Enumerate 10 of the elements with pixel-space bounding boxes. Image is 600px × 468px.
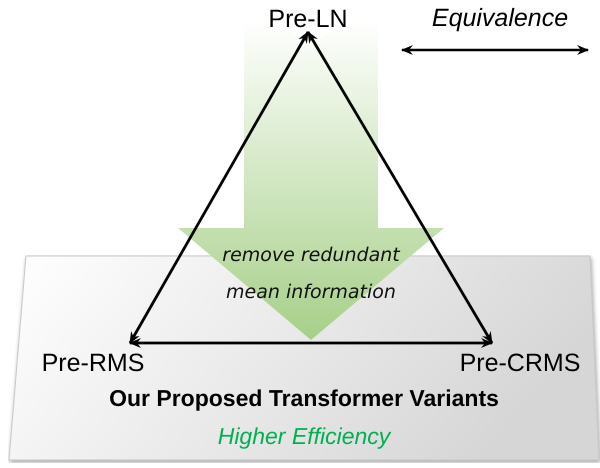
arrow — [128, 31, 310, 344]
arrow — [129, 338, 493, 348]
arrow-label: remove redundant mean information — [221, 243, 402, 305]
legend-label: Equivalence — [430, 4, 570, 33]
panel-title: Our Proposed Transformer Variants — [108, 385, 500, 412]
panel-subtitle: Higher Efficiency — [216, 423, 392, 450]
variant-label: Pre-LN — [267, 5, 349, 34]
variant-label: Pre-CRMS — [458, 349, 582, 378]
arrow — [306, 31, 494, 344]
variant-label: Pre-RMS — [40, 349, 146, 378]
